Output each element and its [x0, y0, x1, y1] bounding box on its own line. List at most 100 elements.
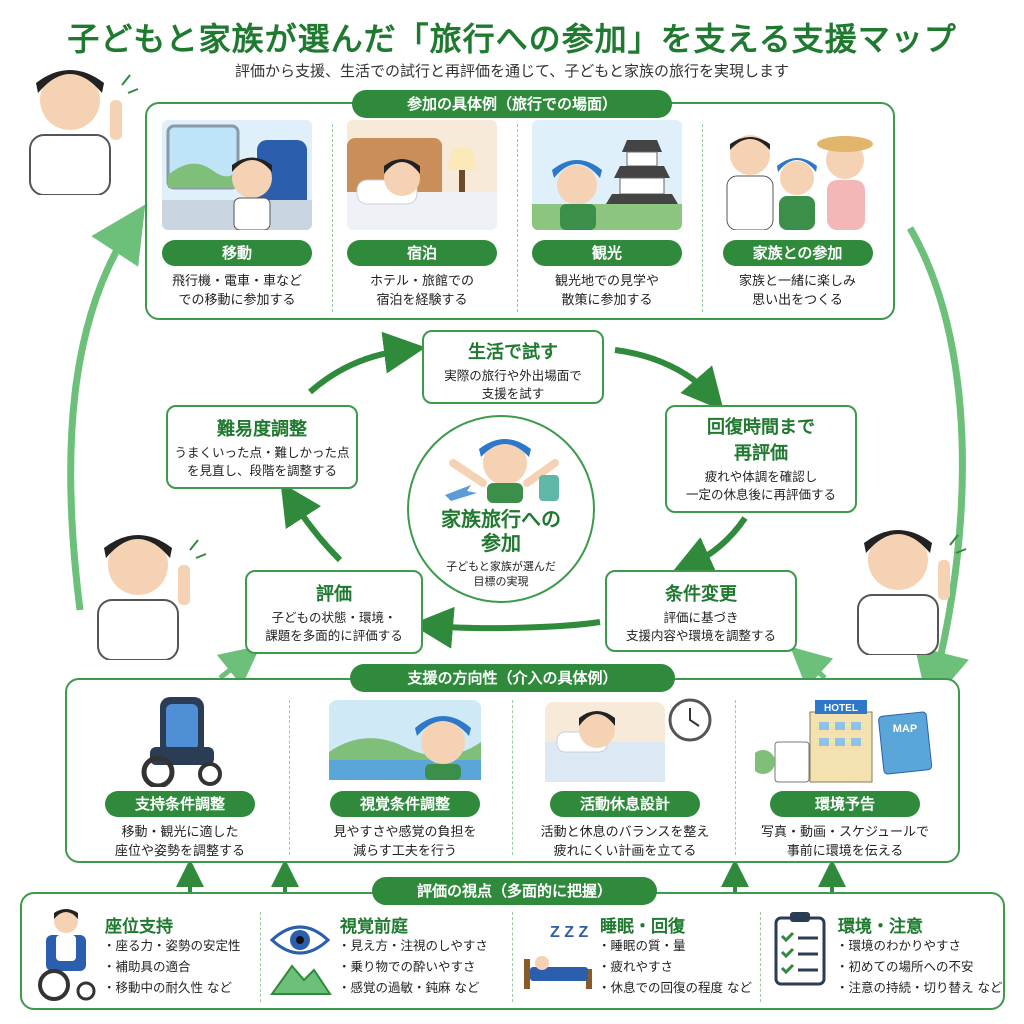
node-desc: 一定の休息後に再評価する [685, 487, 836, 502]
center-subtitle: 子どもと家族が選んだ [446, 560, 556, 573]
example-label: 移動 [162, 240, 312, 266]
example-desc-line: 観光地での見学や [554, 274, 659, 289]
page-title: 子どもと家族が選んだ「旅行への参加」を支える支援マップ [67, 20, 957, 58]
perspective-item: 見え方・注視のしやすさ [338, 935, 488, 956]
therapist-illustration [97, 535, 207, 660]
support-desc-line: 移動・観光に適した [121, 825, 239, 840]
train-seat-illustration [162, 120, 312, 231]
scenery-window-illustration [329, 700, 481, 780]
node-desc: 支援を試す [481, 386, 545, 401]
perspective-list: 環境のわかりやすさ 初めての場所への不安 注意の持続・切り替え など [836, 935, 1003, 998]
examples-heading: 参加の具体例（旅行での場面） [352, 90, 672, 118]
node-title: 回復時間まで [707, 417, 815, 438]
center-title: 参加 [481, 531, 521, 555]
node-try-in-life: 生活で試す 実際の旅行や外出場面で 支援を試す [422, 330, 604, 404]
support-label: 支持条件調整 [105, 791, 255, 817]
left-arc-arrow [67, 204, 146, 611]
clipboard-checklist-icon [774, 912, 826, 986]
example-desc-line: 家族と一緒に楽しみ [738, 274, 856, 289]
support-desc-line: 見やすさや感覚の負担を [333, 825, 477, 840]
example-card-stay: 宿泊 ホテル・旅館での 宿泊を経験する [347, 120, 497, 310]
arrow-eval-to-difficulty [280, 482, 343, 563]
support-card-preview: HOTEL MAP 環境予告 写真・動画・スケジュールで 事前に環境を伝える [745, 692, 945, 861]
perspective-item: 初めての場所への不安 [836, 956, 1003, 977]
example-label: 宿泊 [347, 240, 497, 266]
perspective-title: 睡眠・回復 [600, 917, 685, 937]
example-card-move: 移動 飛行機・電車・車など での移動に参加する [162, 120, 312, 310]
perspective-item: 睡眠の質・量 [598, 935, 752, 956]
arrow-try-to-reeval [614, 347, 724, 411]
eye-mountain-icon [269, 925, 332, 995]
arrow-difficulty-to-try [308, 331, 426, 395]
center-subtitle: 目標の実現 [473, 575, 529, 588]
example-desc-line: ホテル・旅館での [369, 274, 474, 289]
perspective-title: 座位支持 [105, 917, 173, 937]
perspective-item: 休息での回復の程度 など [598, 977, 752, 998]
arrow-change-to-eval [411, 606, 601, 649]
right-arc-arrow [906, 226, 969, 708]
center-goal: 家族旅行への 参加 子どもと家族が選んだ 目標の実現 [407, 415, 595, 603]
hotel-map-illustration: HOTEL MAP [755, 700, 933, 783]
perspective-title: 環境・注意 [838, 917, 923, 937]
example-label: 家族との参加 [722, 240, 873, 266]
example-desc-line: 飛行機・電車・車など [171, 274, 302, 289]
support-label: 活動休息設計 [550, 791, 700, 817]
perspective-list: 座る力・姿勢の安定性 補助具の適合 移動中の耐久性 など [103, 935, 241, 998]
castle-illustration [532, 120, 682, 230]
node-desc: を見直し、段階を調整する [186, 463, 337, 478]
support-card-rest: 活動休息設計 活動と休息のバランスを整え 疲れにくい計画を立てる [525, 692, 725, 861]
perspective-item: 移動中の耐久性 など [103, 977, 241, 998]
perspective-item: 補助具の適合 [103, 956, 241, 977]
perspective-title: 視覚前庭 [340, 917, 408, 937]
hotel-sign: HOTEL [824, 703, 858, 714]
node-desc: 評価に基づき [663, 610, 739, 625]
perspective-item: 注意の持続・切り替え など [836, 977, 1003, 998]
perspective-list: 睡眠の質・量 疲れやすさ 休息での回復の程度 など [598, 935, 752, 998]
therapist-illustration [29, 70, 139, 195]
wheelchair-seat-illustration [141, 697, 222, 787]
support-label: 視覚条件調整 [330, 791, 480, 817]
node-desc: 子どもの状態・環境・ [271, 610, 397, 625]
node-desc: 課題を多面的に評価する [265, 628, 403, 643]
example-desc-line: 思い出をつくる [752, 293, 843, 308]
example-card-family: 家族との参加 家族と一緒に楽しみ 思い出をつくる [715, 120, 880, 310]
support-desc-line: 座位や姿勢を調整する [114, 844, 245, 859]
hotel-bed-illustration [347, 120, 497, 230]
node-title: 生活で試す [468, 342, 558, 363]
node-title: 再評価 [734, 443, 788, 464]
node-desc: 疲れや体調を確認し [704, 469, 818, 484]
therapist-illustration [857, 530, 967, 655]
map-sign: MAP [893, 723, 917, 735]
support-label: 環境予告 [770, 791, 920, 817]
example-desc-line: 散策に参加する [561, 293, 653, 308]
node-change-conditions: 条件変更 評価に基づき 支援内容や環境を調整する [605, 570, 797, 652]
node-title: 条件変更 [665, 584, 737, 605]
support-desc-line: 事前に環境を伝える [786, 844, 904, 859]
example-label: 観光 [532, 240, 682, 266]
support-heading: 支援の方向性（介入の具体例） [350, 664, 675, 692]
node-desc: 実際の旅行や外出場面で [444, 368, 582, 383]
perspective-list: 見え方・注視のしやすさ 乗り物での酔いやすさ 感覚の過敏・鈍麻 など [338, 935, 488, 998]
example-desc-line: 宿泊を経験する [376, 293, 468, 308]
example-desc-line: での移動に参加する [178, 293, 296, 308]
support-desc-line: 活動と休息のバランスを整え [540, 825, 710, 840]
support-card-posture: 支持条件調整 移動・観光に適した 座位や姿勢を調整する [85, 692, 275, 861]
support-desc-line: 写真・動画・スケジュールで [760, 825, 930, 840]
family-illustration [726, 135, 873, 231]
zzz-icon-text: Z Z Z [550, 924, 588, 941]
sleeping-child-illustration [545, 698, 712, 782]
wheelchair-child-icon [38, 909, 96, 1001]
support-desc-line: 減らす工夫を行う [353, 844, 457, 859]
perspectives-heading: 評価の視点（多面的に把握） [372, 877, 657, 905]
center-title: 家族旅行への [441, 507, 561, 531]
node-reevaluate: 回復時間まで 再評価 疲れや体調を確認し 一定の休息後に再評価する [665, 405, 857, 513]
perspective-item: 感覚の過敏・鈍麻 など [338, 977, 488, 998]
node-title: 評価 [316, 584, 352, 605]
node-difficulty-adjust: 難易度調整 うまくいった点・難しかった点 を見直し、段階を調整する [166, 405, 358, 489]
arrow-reeval-to-change [670, 516, 748, 576]
support-desc-line: 疲れにくい計画を立てる [553, 844, 697, 859]
perspective-item: 疲れやすさ [598, 956, 752, 977]
happy-child-illustration [445, 439, 559, 503]
perspective-item: 座る力・姿勢の安定性 [103, 935, 241, 956]
